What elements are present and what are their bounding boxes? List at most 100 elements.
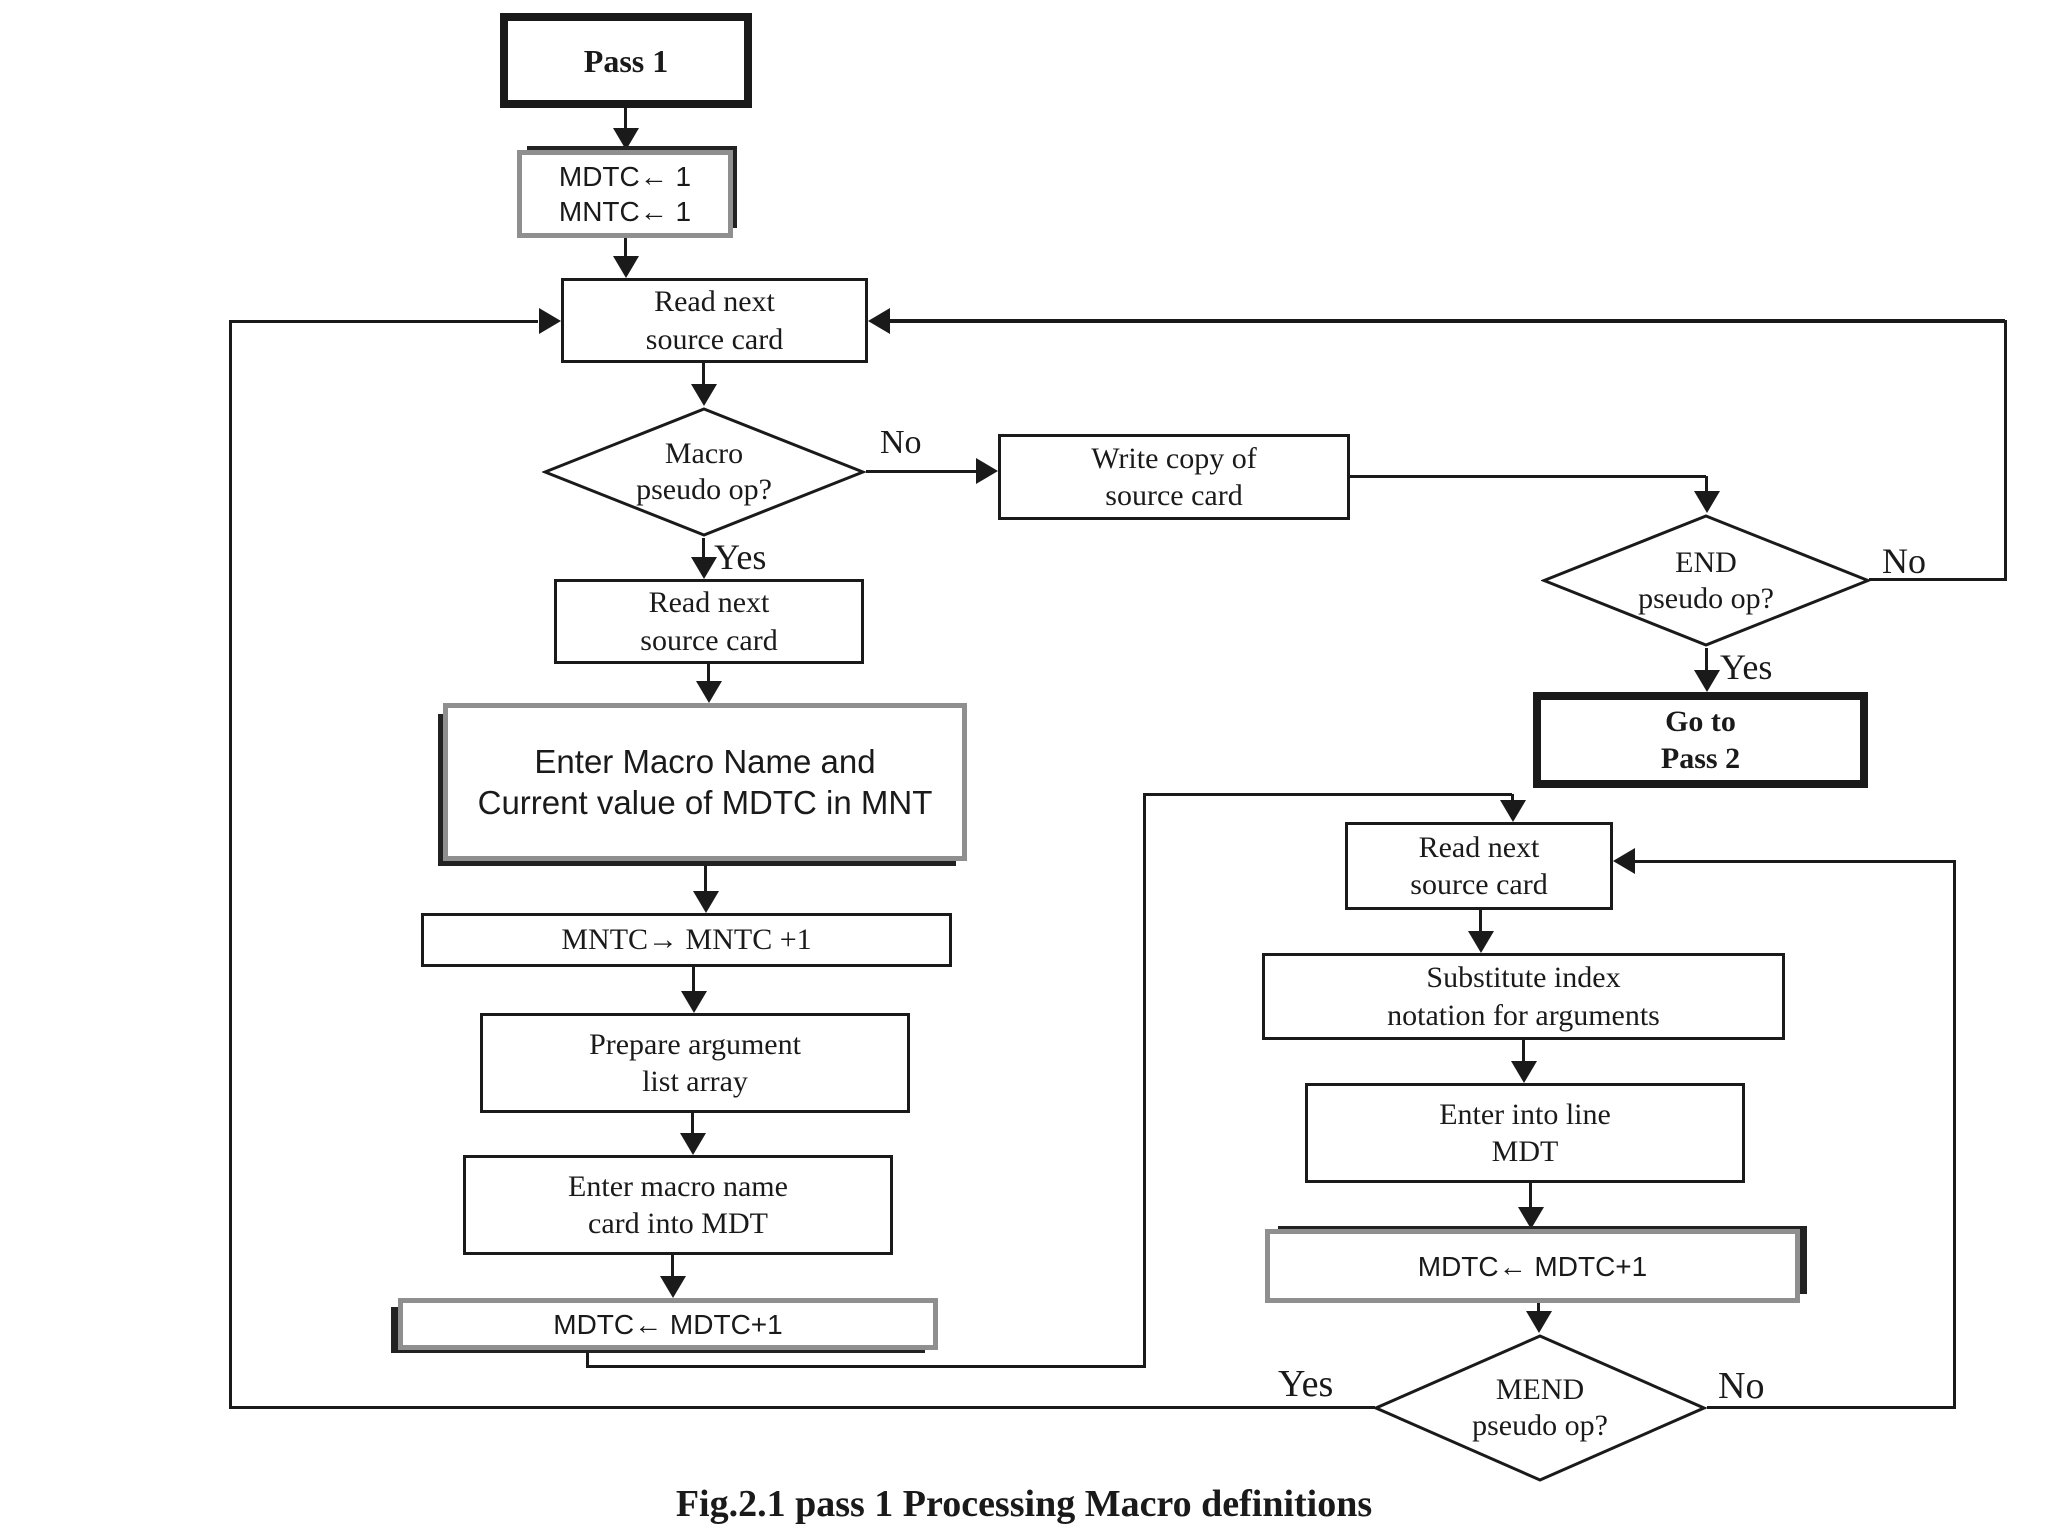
arrowhead-mend: [1526, 1311, 1552, 1333]
connector-into-read3: [1511, 794, 1514, 804]
mend-diamond-text: MEND pseudo op?: [1373, 1333, 1707, 1483]
arrowhead-into-read1-right: [868, 308, 890, 334]
mdtc1-line1: MDTC← MDTC+1: [553, 1308, 783, 1340]
macro-line2: pseudo op?: [636, 473, 772, 506]
node-macro-pseudo-op: Macro pseudo op?: [542, 406, 866, 538]
connector-prepare-entername: [691, 1113, 694, 1137]
read2-line1: Read next: [648, 586, 770, 619]
edge-label-macro-no: No: [880, 424, 922, 461]
connector-end-no: [1869, 578, 2006, 581]
connector-macro-no: [866, 470, 976, 473]
arrowhead-goto: [1694, 670, 1720, 692]
read2-line2: source card: [640, 623, 778, 657]
diamond-shape: [1541, 514, 1871, 647]
connector-left-loop-top: [230, 320, 538, 323]
connector-end-no-up: [2004, 320, 2007, 581]
node-write-copy: Write copy of source card: [998, 434, 1350, 520]
arrowhead-read3-top: [1500, 800, 1526, 822]
entermacro-line2: Current value of MDTC in MNT: [477, 784, 933, 821]
end-line1: END: [1675, 545, 1737, 579]
enterline-line1: Enter into line: [1439, 1097, 1611, 1131]
node-enter-into-mdt: Enter into line MDT: [1305, 1083, 1745, 1183]
node-enter-name-card: Enter macro name card into MDT: [463, 1155, 893, 1255]
entermacro-line1: Enter Macro Name and: [534, 742, 876, 780]
enterline-line2: MDT: [1491, 1135, 1559, 1168]
connector-mntc-prepare: [692, 967, 695, 995]
arrowhead-end-diamond: [1694, 491, 1720, 513]
end-diamond-text: END pseudo op?: [1541, 513, 1871, 648]
connector-init-read1: [624, 238, 627, 260]
connector-mend-no-up: [1953, 860, 1956, 1409]
connector-mend-yes: [230, 1406, 1375, 1409]
writecopy-line1: Write copy of: [1091, 441, 1257, 475]
node-pass1: Pass 1: [500, 13, 752, 108]
prepare-line1: Prepare argument: [589, 1027, 801, 1061]
connector-top-loop: [888, 319, 2005, 323]
mend-line2: pseudo op?: [1472, 1409, 1608, 1442]
mntc-line1: MNTC→ MNTC +1: [561, 923, 812, 957]
connector-read1-macro: [702, 363, 705, 388]
mdtc2-line1: MDTC← MDTC+1: [1417, 1250, 1648, 1282]
diamond-shape: [542, 407, 866, 537]
connector-mend-no-top: [1635, 860, 1955, 863]
edge-label-end-no: No: [1882, 541, 1926, 581]
connector-mdtc1-down: [586, 1346, 589, 1368]
connector-left-loop: [229, 320, 232, 1409]
prepare-line2: list array: [642, 1065, 748, 1098]
read3-line1: Read next: [1418, 830, 1540, 864]
arrowhead-read2: [691, 557, 717, 579]
writecopy-line2: source card: [1105, 479, 1243, 512]
connector-mdtc2-mend: [1537, 1303, 1540, 1315]
edge-label-mend-no: No: [1718, 1365, 1765, 1407]
connector-enterline-mdtc2: [1529, 1183, 1532, 1211]
figure-caption: Fig.2.1 pass 1 Processing Macro definiti…: [675, 1483, 1373, 1525]
edge-label-end-yes: Yes: [1720, 647, 1773, 687]
arrowhead-mntc: [693, 891, 719, 913]
arrowhead-subst: [1468, 931, 1494, 953]
arrowhead-prepare: [681, 991, 707, 1013]
arrowhead-into-read3-right: [1613, 848, 1635, 874]
connector-crosslink-up: [1143, 793, 1146, 1368]
arrowhead-read1: [613, 256, 639, 278]
init-line1: MDTC← 1: [558, 161, 692, 192]
node-end-pseudo-op: END pseudo op?: [1541, 513, 1871, 648]
arrowhead-enter-macro: [696, 681, 722, 703]
macro-line1: Macro: [664, 437, 744, 470]
entername-line2: card into MDT: [588, 1207, 768, 1240]
node-read-next-1: Read next source card: [561, 278, 868, 363]
connector-pass1-init: [624, 108, 627, 132]
connector-macro-read2: [702, 538, 705, 561]
connector-end-yes: [1705, 648, 1708, 674]
node-goto-pass2: Go to Pass 2: [1533, 692, 1868, 788]
connector-crosslink-bottom: [587, 1365, 1145, 1368]
connector-crosslink-top: [1144, 793, 1512, 796]
connector-mend-no: [1707, 1406, 1955, 1409]
connector-read2-enter: [707, 664, 710, 685]
node-prepare-argument: Prepare argument list array: [480, 1013, 910, 1113]
subst-line1: Substitute index: [1426, 961, 1621, 994]
goto-line1: Go to: [1665, 704, 1736, 738]
arrowhead-entername: [680, 1133, 706, 1155]
edge-label-mend-yes: Yes: [1278, 1363, 1334, 1405]
read1-line2: source card: [645, 322, 784, 356]
diamond-shape: [1373, 1334, 1707, 1482]
connector-write-end: [1350, 475, 1706, 478]
node-increment-mdtc-2: MDTC← MDTC+1: [1265, 1229, 1800, 1303]
end-line2: pseudo op?: [1638, 581, 1774, 615]
arrowhead-into-read1-left: [539, 308, 561, 334]
connector-read3-subst: [1479, 910, 1482, 935]
arrowhead-enterline: [1511, 1061, 1537, 1083]
macro-diamond-text: Macro pseudo op?: [542, 406, 866, 538]
connector-entername-mdtc1: [671, 1255, 674, 1280]
connector-enter-mntc: [704, 861, 707, 895]
arrowhead-init: [613, 128, 639, 150]
mend-line1: MEND: [1495, 1373, 1585, 1406]
subst-line2: notation for arguments: [1387, 998, 1660, 1032]
node-read-next-3: Read next source card: [1345, 822, 1613, 910]
node-init-counters: MDTC← 1 MNTC← 1: [517, 150, 733, 238]
node-pass1-label: Pass 1: [583, 42, 669, 79]
arrowhead-write-copy: [976, 458, 998, 484]
read3-line2: source card: [1410, 868, 1548, 901]
node-read-next-2: Read next source card: [554, 579, 864, 664]
